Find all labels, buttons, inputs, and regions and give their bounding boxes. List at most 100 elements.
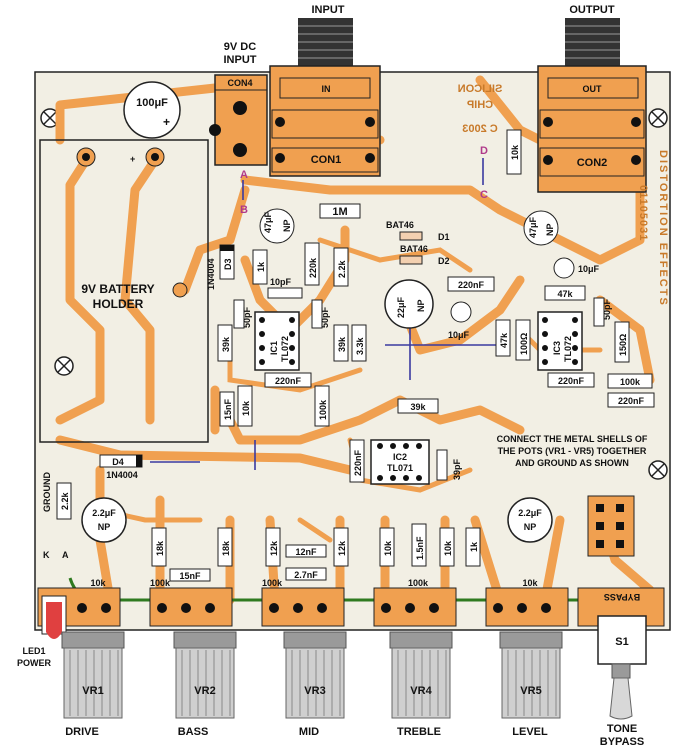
assembly-note-3: AND GROUND AS SHOWN xyxy=(515,458,629,468)
resistor-220k xyxy=(304,242,320,286)
capacitor-220nf-a xyxy=(264,372,312,388)
shaft-vr5 xyxy=(499,631,563,719)
resistor-47k-b xyxy=(495,319,511,357)
resistor-18k-b-value: 18k xyxy=(221,540,231,556)
resistor-1m-value: 1M xyxy=(332,206,347,218)
ic2-type: TL071 xyxy=(387,463,413,473)
pot-name-treble: TREBLE xyxy=(397,726,441,738)
diode-d4-ref: D4 xyxy=(112,457,124,467)
brand-line-2: CHIP xyxy=(467,99,493,111)
capacitor-22uf-value: 22μF xyxy=(396,296,406,318)
capacitor-2u2-right xyxy=(507,497,553,543)
resistor-18k-a xyxy=(151,527,167,567)
shaft-vr4 xyxy=(389,631,453,719)
capacitor-39pf-value: 39pF xyxy=(452,458,462,480)
resistor-39k-a xyxy=(217,324,233,362)
resistor-100k-b xyxy=(314,385,330,427)
capacitor-220nf-c xyxy=(547,372,595,388)
capacitor-10pf-value: 10pF xyxy=(270,277,292,287)
capacitor-12nf-value: 12nF xyxy=(295,547,317,557)
bypass-switch-pads xyxy=(587,495,635,557)
capacitor-47uf-right-np: NP xyxy=(545,223,555,236)
dc-input-title-1: 9V DC xyxy=(224,41,256,53)
diode-bat46-1-label: BAT46 xyxy=(386,220,414,230)
ic1-ref: IC1 xyxy=(269,341,279,355)
capacitor-2n7 xyxy=(285,567,327,581)
resistor-18k-b xyxy=(217,527,233,567)
resistor-47k-a xyxy=(544,285,586,301)
resistor-1k-a-value: 1k xyxy=(256,261,266,272)
capacitor-2u2-right-value: 2.2μF xyxy=(518,508,542,518)
capacitor-220nf-a-value: 220nF xyxy=(275,376,302,386)
capacitor-1n5 xyxy=(411,523,427,567)
pot-value-vr5: 10k xyxy=(522,578,538,588)
diode-d4-band xyxy=(136,455,142,467)
pot-ref-vr4: VR4 xyxy=(410,685,432,697)
capacitor-10uf-a-value: 10μF xyxy=(448,330,470,340)
pot-ref-vr1: VR1 xyxy=(82,685,103,697)
copyright-year: C 2003 xyxy=(462,123,497,135)
capacitor-100uf xyxy=(123,81,181,139)
output-jack-ref: CON2 xyxy=(577,157,608,169)
capacitor-2u2-left-value: 2.2μF xyxy=(92,508,116,518)
ic2-chip xyxy=(370,439,430,485)
capacitor-220nf-d-value: 220nF xyxy=(618,396,645,406)
capacitor-2u2-left xyxy=(81,497,127,543)
capacitor-12nf xyxy=(285,544,327,558)
input-jack-title: INPUT xyxy=(312,4,345,16)
diode-bat46-2 xyxy=(399,255,423,265)
output-jack-title: OUTPUT xyxy=(569,4,615,16)
resistor-39k-c xyxy=(397,398,439,414)
resistor-3k3-value: 3.3k xyxy=(355,336,365,355)
capacitor-47uf-right-value: 47μF xyxy=(528,216,538,238)
pot-value-vr3: 100k xyxy=(262,578,283,588)
capacitor-15nf-b xyxy=(169,568,211,582)
pot-body-vr5 xyxy=(485,587,569,627)
capacitor-10pf xyxy=(267,287,303,299)
output-jack-out-mark: OUT xyxy=(583,84,603,94)
pot-name-mid: MID xyxy=(299,726,319,738)
capacitor-15nf-b-value: 15nF xyxy=(179,571,201,581)
pot-value-vr4: 100k xyxy=(408,578,429,588)
resistor-47k-a-value: 47k xyxy=(557,289,573,299)
led-a-mark: A xyxy=(62,550,69,560)
pot-value-vr2: 100k xyxy=(150,578,171,588)
ic3-ref: IC3 xyxy=(552,341,562,355)
diode-bat46-2-label: BAT46 xyxy=(400,244,428,254)
pot-ref-vr3: VR3 xyxy=(304,685,325,697)
resistor-2k2-a-value: 2.2k xyxy=(337,259,347,278)
toggle-switch-s1 xyxy=(597,615,647,720)
resistor-150r xyxy=(614,321,630,363)
assembly-note-2: THE POTS (VR1 - VR5) TOGETHER xyxy=(498,446,647,456)
resistor-220k-value: 220k xyxy=(308,257,318,278)
capacitor-10uf-b-value: 10μF xyxy=(578,264,600,274)
shaft-vr1 xyxy=(61,631,125,719)
led-name: POWER xyxy=(17,658,52,668)
capacitor-220nf-e xyxy=(349,439,365,483)
resistor-39k-b-value: 39k xyxy=(337,336,347,352)
capacitor-50pf-a-value: 50pF xyxy=(242,306,252,328)
capacitor-50pf-b-value: 50pF xyxy=(320,306,330,328)
capacitor-220nf-c-value: 220nF xyxy=(558,376,585,386)
capacitor-15nf-a-value: 15nF xyxy=(223,398,233,420)
project-title: DISTORTION EFFECTS xyxy=(657,150,669,307)
shaft-vr2 xyxy=(173,631,237,719)
resistor-1m xyxy=(319,203,361,219)
resistor-12k-b xyxy=(333,527,349,567)
switch-ref: S1 xyxy=(615,636,628,648)
resistor-1k-a xyxy=(252,249,268,285)
pot-ref-vr2: VR2 xyxy=(194,685,215,697)
resistor-100k-a xyxy=(607,373,653,389)
diode-d1-ref: D1 xyxy=(438,232,450,242)
link-b: B xyxy=(240,204,248,216)
diode-d3-type: 1N4004 xyxy=(206,258,216,290)
pot-ref-vr5: VR5 xyxy=(520,685,541,697)
pot-body-vr3 xyxy=(261,587,345,627)
shaft-vr3 xyxy=(283,631,347,719)
resistor-100r xyxy=(515,319,531,361)
resistor-47k-b-value: 47k xyxy=(499,332,509,348)
resistor-1k-b xyxy=(465,527,481,567)
diode-d4-type: 1N4004 xyxy=(106,470,138,480)
resistor-3k3 xyxy=(351,324,367,362)
